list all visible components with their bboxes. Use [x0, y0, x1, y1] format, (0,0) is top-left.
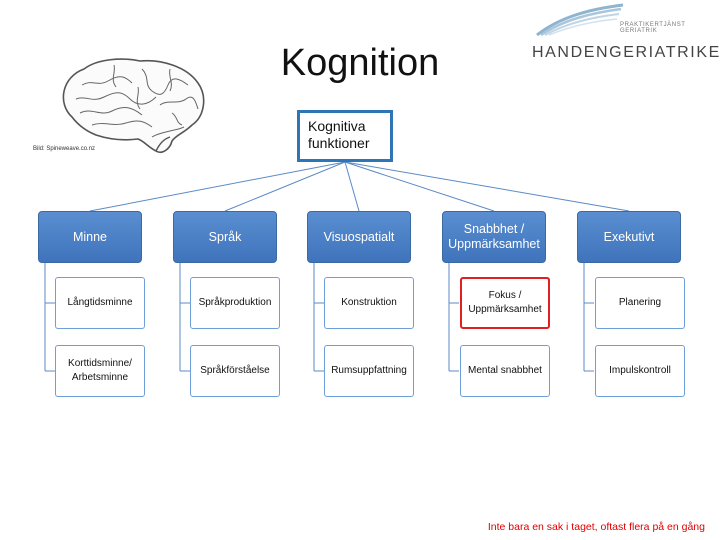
category-sprak: Språk: [173, 211, 277, 263]
category-visuospatialt: Visuospatialt: [307, 211, 411, 263]
logo-name: HANDENGERIATRIKEN: [532, 44, 720, 61]
node-langtidsminne: Långtidsminne: [55, 277, 145, 329]
connector-root-to-category: [344, 161, 495, 212]
logo-tagline: PRAKTIKERTJÄNST GERIATRIK: [620, 22, 686, 34]
page-title: Kognition: [280, 42, 440, 84]
logo-swoosh-icon: [536, 3, 624, 37]
node-korttidsminne: Korttidsminne/ Arbetsminne: [55, 345, 145, 397]
connector-root-to-category: [344, 161, 630, 212]
root-node: Kognitiva funktioner: [297, 110, 393, 162]
node-sprakproduktion: Språkproduktion: [190, 277, 280, 329]
node-planering: Planering: [595, 277, 685, 329]
node-rumsuppfattning: Rumsuppfattning: [324, 345, 414, 397]
category-exekutivt: Exekutivt: [577, 211, 681, 263]
node-mental-snabbhet: Mental snabbhet: [460, 345, 550, 397]
footer-note: Inte bara en sak i taget, oftast flera p…: [487, 521, 705, 533]
category-snabbhet: Snabbhet / Uppmärksamhet: [442, 211, 546, 263]
node-impulskontroll: Impulskontroll: [595, 345, 685, 397]
image-caption: Bild: Spineweave.co.nz: [33, 146, 96, 152]
category-minne: Minne: [38, 211, 142, 263]
connector-root-to-category: [89, 161, 346, 212]
node-konstruktion: Konstruktion: [324, 277, 414, 329]
node-fokus-uppmarksamhet: Fokus / Uppmärksamhet: [460, 277, 550, 329]
node-sprakforstaelse: Språkförståelse: [190, 345, 280, 397]
connector-root-to-category: [344, 161, 360, 212]
brain-icon: [62, 58, 205, 154]
connector-root-to-category: [224, 161, 346, 212]
